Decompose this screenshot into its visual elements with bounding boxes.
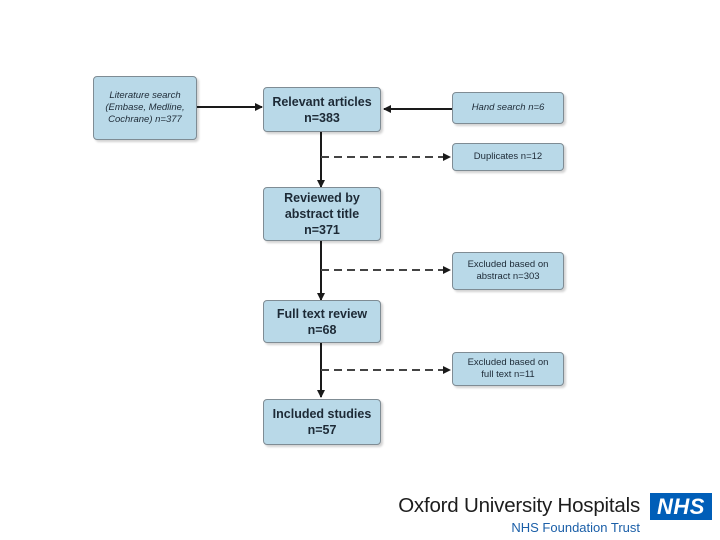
excluded-full-text-box: Excluded based on full text n=11 (452, 352, 564, 386)
organization-name: Oxford University Hospitals (398, 494, 640, 517)
duplicates-box: Duplicates n=12 (452, 143, 564, 171)
hand-search-box: Hand search n=6 (452, 92, 564, 124)
nhs-logo: NHS (650, 493, 712, 520)
excluded-abstract-box: Excluded based on abstract n=303 (452, 252, 564, 290)
included-studies-box: Included studies n=57 (263, 399, 381, 445)
reviewed-by-abstract-box: Reviewed by abstract title n=371 (263, 187, 381, 241)
trust-name: NHS Foundation Trust (511, 520, 640, 535)
literature-search-box: Literature search (Embase, Medline, Coch… (93, 76, 197, 140)
relevant-articles-box: Relevant articles n=383 (263, 87, 381, 132)
footer-organization: Oxford University Hospitals NHS Foundati… (398, 494, 640, 536)
full-text-review-box: Full text review n=68 (263, 300, 381, 343)
